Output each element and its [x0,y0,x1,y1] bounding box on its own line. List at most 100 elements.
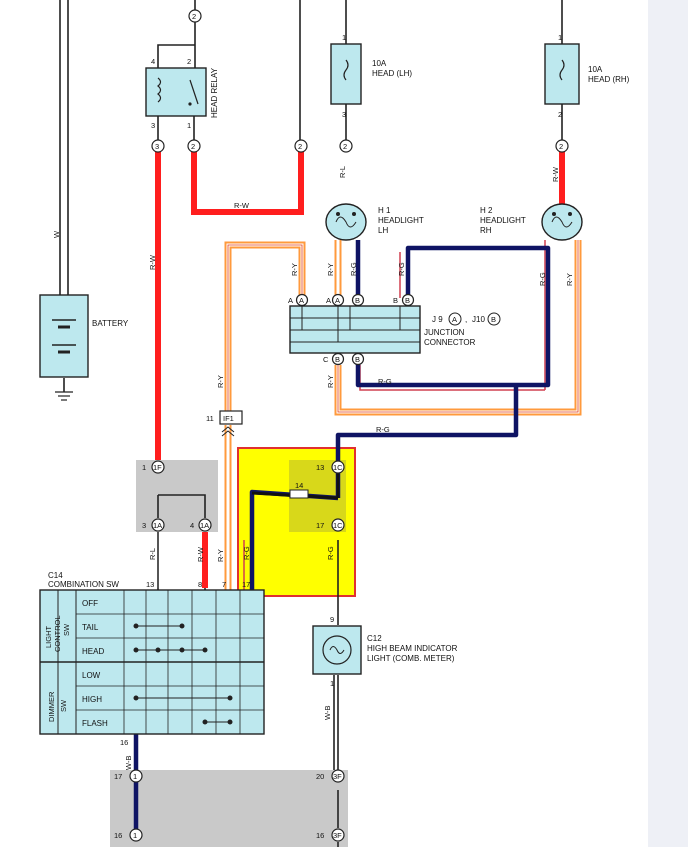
conn-top-2: 2 [192,12,196,21]
wire-label-rg-7: R-G [326,546,335,560]
fuse-lh-pin-top: 1 [342,33,346,42]
combo-row-tail: TAIL [82,623,99,632]
fuse-lh-rating: 10A [372,59,387,68]
wire-label-rw-2: R-W [234,201,250,210]
indicator-pin-9: 9 [330,615,334,624]
conn-1c-top: 1C [333,463,343,472]
headlight-lh-side: LH [378,226,388,235]
conn-j-b2: B [405,296,410,305]
wire-label-ry-3: R-Y [565,273,574,286]
wire-label-rw-3: R-W [551,166,560,182]
headlight-lh [325,203,367,241]
wire-label-ry-2: R-Y [326,263,335,276]
junction-letter-a: A [452,315,457,324]
wire-label-ry-5: R-Y [216,375,225,388]
headlight-rh-side: RH [480,226,492,235]
conn-j-c: C [323,355,329,364]
right-scroll-area [648,0,688,847]
combo-row-flash: FLASH [82,719,108,728]
conn-j-b1: B [355,296,360,305]
conn-j-b4: B [355,355,360,364]
wire-label-rg-2: R-G [397,262,406,276]
combo-group1-line2: CONTROL [53,615,62,652]
fuse-rh-name: HEAD (RH) [588,75,630,84]
indicator-code: C12 [367,634,382,643]
relay-pin-2: 2 [187,57,191,66]
conn-1c-pin17: 17 [316,521,324,530]
junction-letter-b: B [491,315,496,324]
conn-c1-pin17: 17 [114,772,122,781]
connector-if1-label: IF1 [223,414,234,423]
conn-j-b3: B [335,355,340,364]
conn-1f: 1F [153,463,162,472]
wire-label-wb-1: W-B [323,706,332,720]
junction-title: JUNCTION [424,328,465,337]
relay-pin-4: 4 [151,57,155,66]
wire-label-rw-1: R-W [148,254,157,270]
combo-pin-7: 7 [222,580,226,589]
battery-label: BATTERY [92,319,129,328]
fuse-rh-rating: 10A [588,65,603,74]
combo-group1-line1: LIGHT [44,625,53,648]
conn-j-a2: A [335,296,340,305]
combo-row-off: OFF [82,599,98,608]
wire-label-ry-6: R-Y [216,549,225,562]
combination-switch [39,589,265,735]
conn-1c-pin14: 14 [295,481,303,490]
junction-code-a: J 9 [432,315,443,324]
combo-row-head: HEAD [82,647,104,656]
conn-rw-2: 2 [298,142,302,151]
conn-relay-2: 2 [191,142,195,151]
connector-markers [129,9,569,842]
connector-if1-pin: 11 [206,414,214,423]
indicator-title: HIGH BEAM INDICATOR [367,644,458,653]
junction-connector [289,305,421,354]
conn-j-a-left: A [288,296,293,305]
relay-pin-1: 1 [187,121,191,130]
conn-1f-pin: 1 [142,463,146,472]
combo-pin-17: 17 [242,580,250,589]
headlight-rh [541,203,583,241]
conn-relay-3: 3 [155,142,159,151]
junction-title-2: CONNECTOR [424,338,476,347]
conn-3f-top: 3F [333,772,342,781]
combo-row-high: HIGH [82,695,102,704]
headlight-rh-title: HEADLIGHT [480,216,526,225]
fuse-rh-pin-bottom: 2 [558,110,562,119]
headlight-rh-code: H 2 [480,206,493,215]
headlight-lh-code: H 1 [378,206,391,215]
fuse-lh-pin-bottom: 3 [342,110,346,119]
conn-1a-pin3: 3 [142,521,146,530]
conn-3f-pin20: 20 [316,772,324,781]
conn-1c-pin13: 13 [316,463,324,472]
wire-label-rw-4: R-W [196,546,205,562]
conn-c1-bottom: 1 [133,831,137,840]
conn-3f-pin16: 16 [316,831,324,840]
combo-sw-code: C14 [48,571,63,580]
fuse-lh-name: HEAD (LH) [372,69,412,78]
combo-group1-line3: SW [62,623,71,636]
combo-pin-13: 13 [146,580,154,589]
combo-pin-16: 16 [120,738,128,747]
wire-label-rg-3: R-G [538,272,547,286]
junction-code-b: J10 [472,315,485,324]
conn-3f-bottom: 3F [333,831,342,840]
if1-arrow-icon [221,426,235,437]
battery-symbol [39,294,89,401]
conn-j-a-mid: A [326,296,331,305]
conn-j-b-mid: B [393,296,398,305]
wire-label-ry-4: R-Y [326,375,335,388]
wire-label-wb-2: W-B [124,756,133,770]
wire-label-rl: R-L [148,548,157,560]
wire-label-rg-5: R-G [376,425,390,434]
indicator-pin-1: 1 [330,679,334,688]
fuse-rh-pin-top: 1 [558,33,562,42]
fuse-head-rh [544,43,580,105]
indicator-title-2: LIGHT (COMB. METER) [367,654,455,663]
relay-pin-3: 3 [151,121,155,130]
wire-label-w: W [52,230,61,238]
wire-label-ry-1: R-Y [290,263,299,276]
conn-c1-top: 1 [133,772,137,781]
conn-fuse-lh-2: 2 [343,142,347,151]
